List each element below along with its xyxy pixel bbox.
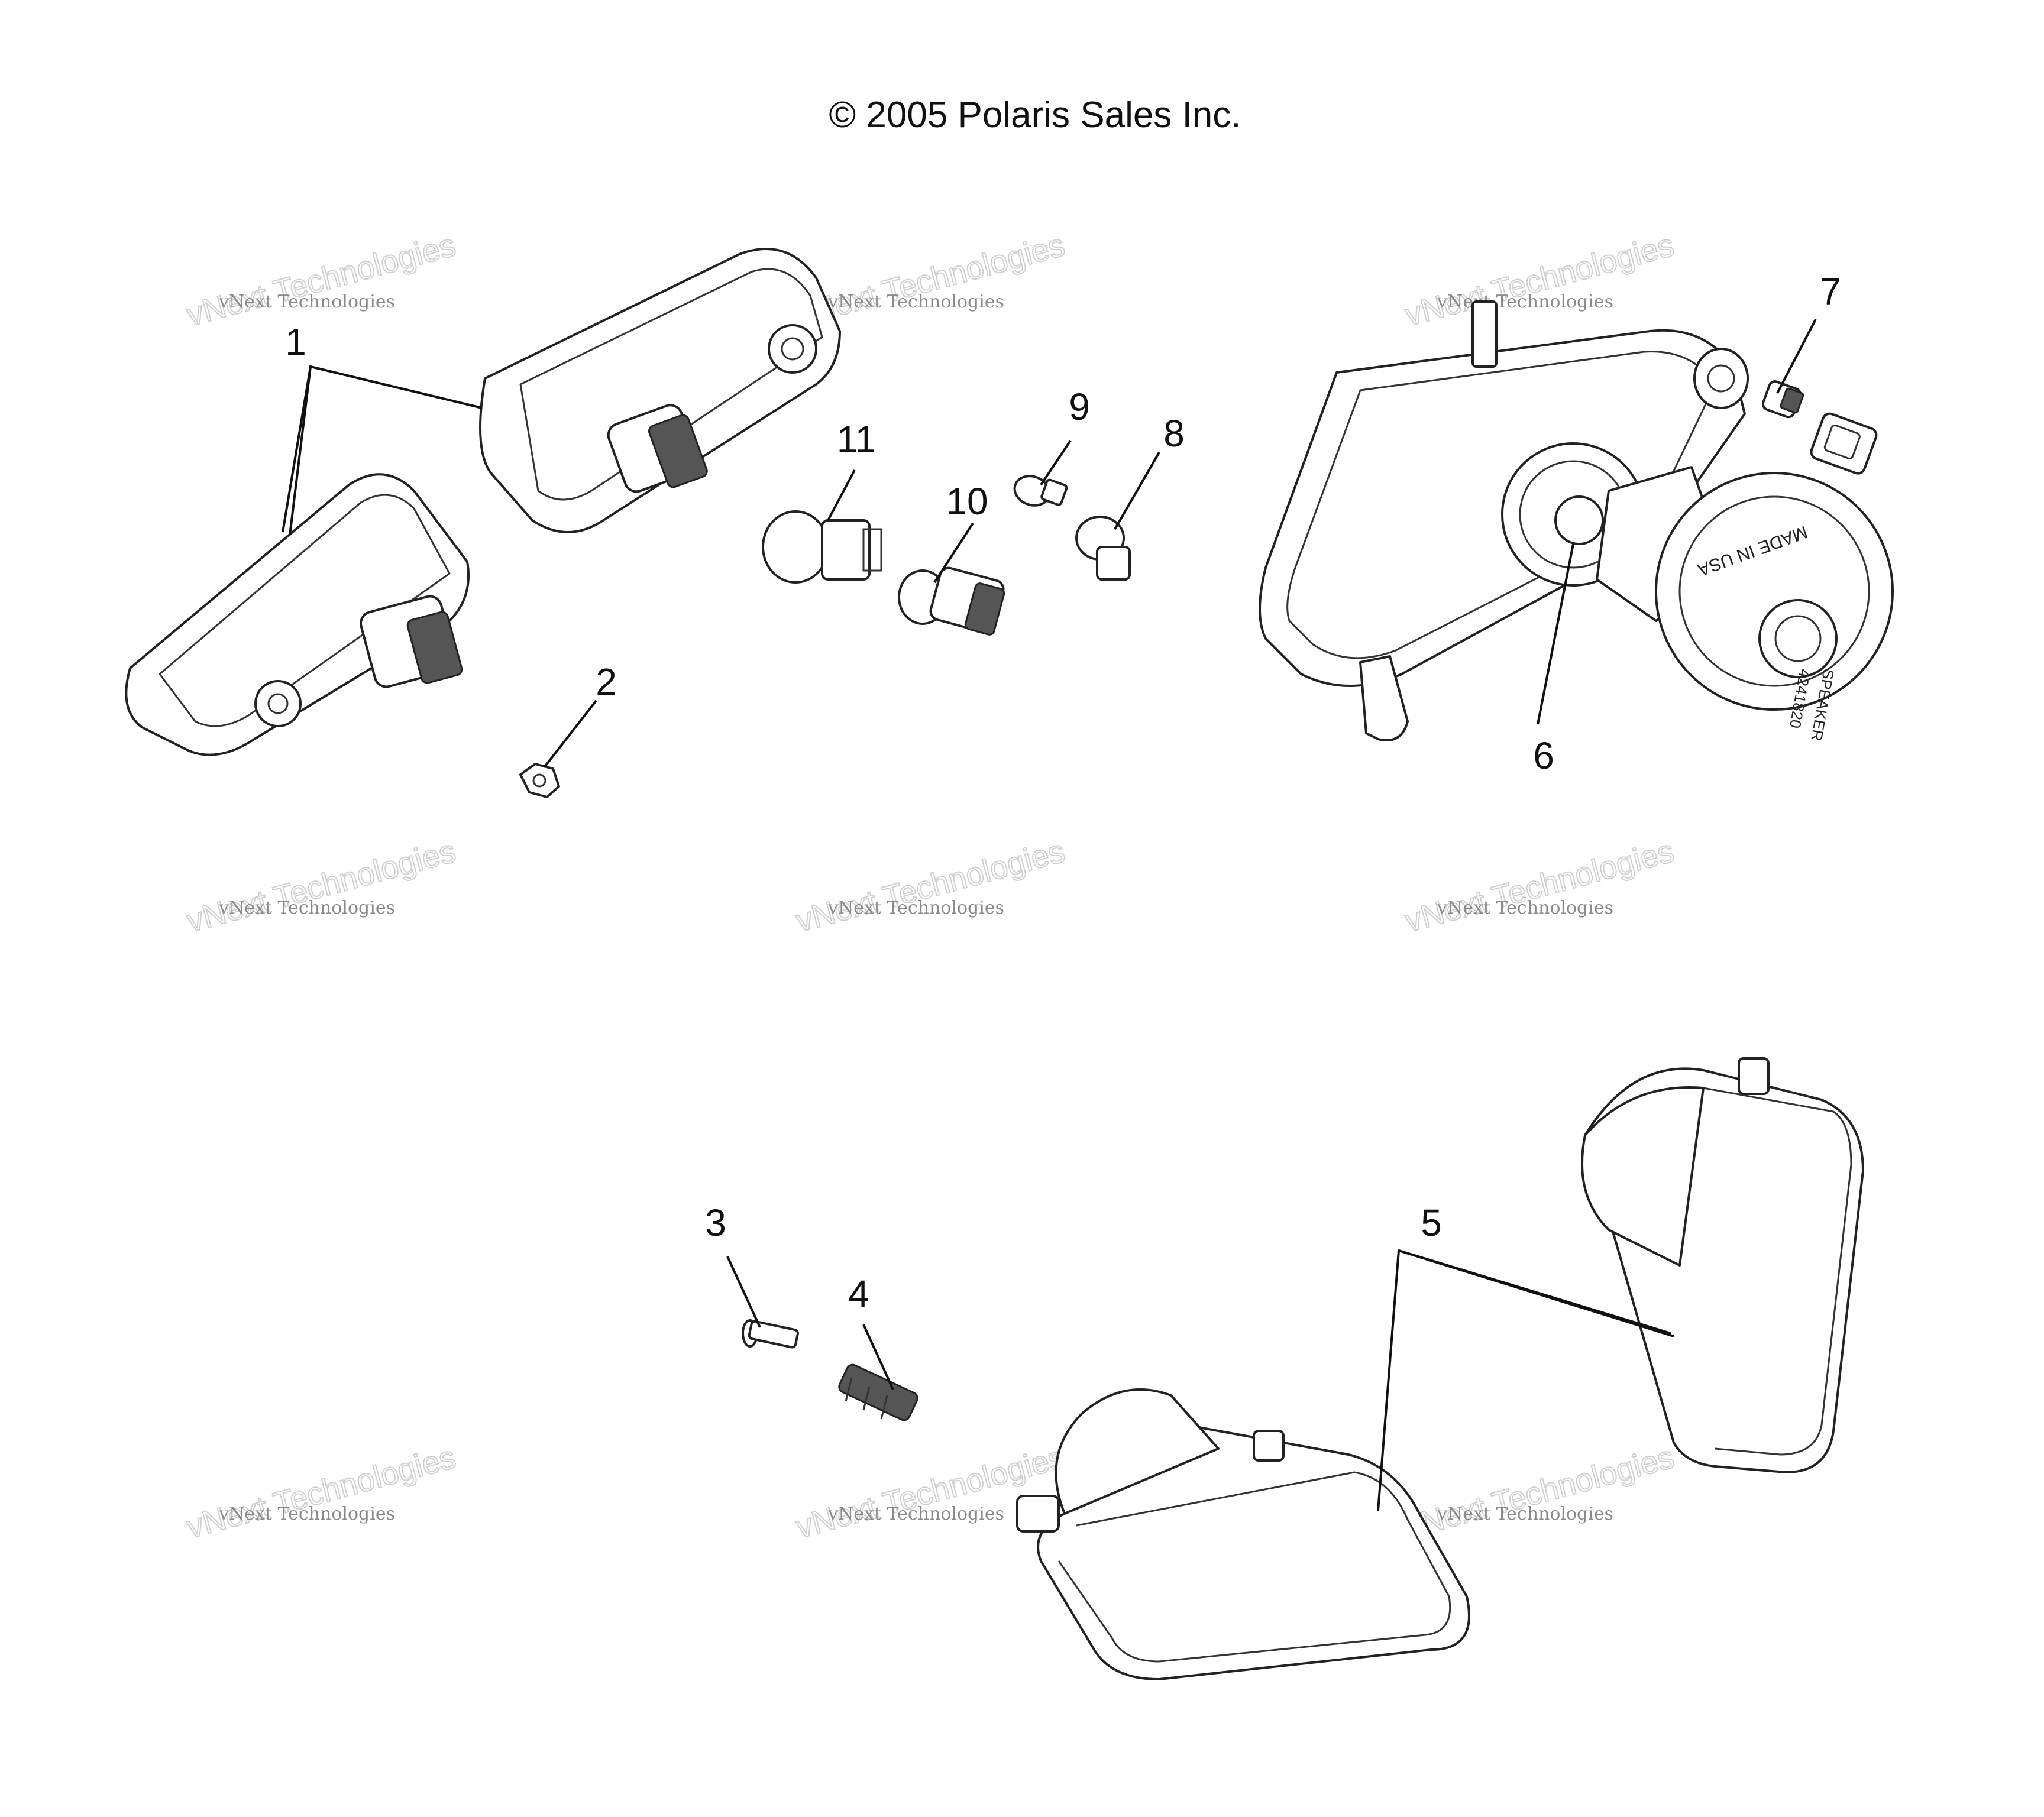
headlight-lens-back (1581, 1057, 1864, 1473)
watermark-bottom-left: vNext Technologies vNext Technologies (183, 1439, 460, 1546)
small-bulb-part-9 (1013, 475, 1068, 507)
callout-4: 4 (848, 1272, 869, 1315)
callout-6: 6 (1533, 734, 1554, 777)
spring-part-4 (838, 1363, 918, 1421)
svg-text:vNext Technologies: vNext Technologies (1402, 1439, 1678, 1545)
watermark-mid-right: vNext Technologies vNext Technologies (1401, 833, 1678, 940)
copyright-text: © 2005 Polaris Sales Inc. (829, 95, 1241, 135)
tail-light-housing-back (479, 248, 841, 533)
watermark-top-left: vNext Technologies vNext Technologies (183, 226, 460, 333)
bulb-socket-part-8 (1075, 516, 1131, 581)
watermark-mid-center: vNext Technologies vNext Technologies (792, 833, 1069, 940)
svg-text:vNext Technologies: vNext Technologies (183, 833, 460, 939)
watermark-mid-left: vNext Technologies vNext Technologies (183, 833, 460, 940)
nut-part-2 (519, 763, 560, 798)
callout-11: 11 (837, 418, 876, 461)
svg-text:vNext Technologies: vNext Technologies (218, 898, 395, 918)
callout-7: 7 (1820, 270, 1841, 313)
tail-light-housing-front (125, 473, 470, 756)
svg-text:vNext Technologies: vNext Technologies (218, 292, 395, 312)
callout-10: 10 (946, 480, 988, 523)
svg-text:vNext Technologies: vNext Technologies (218, 1504, 395, 1524)
headlight-assembly-part-6: MADE IN USA SPEAKER 4241820 (1259, 300, 1894, 742)
svg-text:vNext Technologies: vNext Technologies (827, 898, 1004, 918)
callout-5: 5 (1421, 1201, 1442, 1244)
bulb-socket-part-10 (898, 566, 1005, 636)
connector-part-7 (1761, 380, 1878, 475)
watermark-top-right: vNext Technologies vNext Technologies (1401, 226, 1678, 333)
callout-1: 1 (285, 320, 306, 363)
svg-text:vNext Technologies: vNext Technologies (183, 1439, 460, 1545)
callout-9: 9 (1069, 386, 1090, 428)
svg-text:vNext Technologies: vNext Technologies (1437, 292, 1613, 312)
leader-lines (282, 319, 1817, 1511)
callout-8: 8 (1163, 412, 1185, 455)
svg-text:vNext Technologies: vNext Technologies (827, 292, 1004, 312)
svg-text:vNext Technologies: vNext Technologies (827, 1504, 1004, 1524)
svg-text:vNext Technologies: vNext Technologies (183, 227, 460, 333)
headlight-lens-front (1016, 1388, 1470, 1680)
svg-text:vNext Technologies: vNext Technologies (1437, 898, 1613, 918)
svg-text:vNext Technologies: vNext Technologies (1402, 833, 1678, 939)
watermark-bottom-right: vNext Technologies vNext Technologies (1401, 1439, 1678, 1546)
callout-3: 3 (705, 1201, 726, 1244)
screw-part-3 (742, 1319, 799, 1349)
svg-text:vNext Technologies: vNext Technologies (1437, 1504, 1613, 1524)
svg-text:vNext Technologies: vNext Technologies (1402, 227, 1678, 333)
svg-text:vNext Technologies: vNext Technologies (793, 833, 1069, 939)
callout-2: 2 (596, 660, 617, 703)
bulb-part-11 (762, 510, 882, 584)
